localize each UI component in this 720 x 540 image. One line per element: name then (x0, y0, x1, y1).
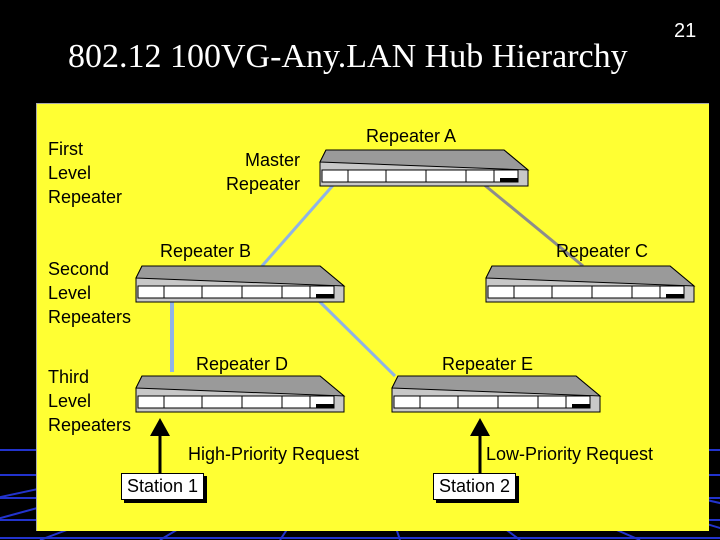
repeater-e-label: Repeater E (442, 354, 534, 374)
repeater-a-hub (318, 148, 530, 190)
hub-icon (319, 149, 530, 187)
hub-icon (485, 265, 696, 303)
hub-icon (135, 265, 346, 303)
repeater-c-label: Repeater C (556, 241, 649, 261)
second-level-label: Second Level Repeaters (48, 259, 132, 327)
high-priority-label: High-Priority Request (188, 444, 360, 464)
repeater-a-label: Repeater A (366, 126, 457, 146)
station-1-box: Station 1 (121, 473, 205, 500)
repeater-c-hub (484, 264, 696, 306)
third-level-label: Third Level Repeaters (48, 367, 132, 435)
master-repeater-label: Master Repeater (225, 150, 300, 194)
repeater-e-hub (390, 374, 602, 416)
link-b-e (316, 298, 397, 378)
low-priority-label: Low-Priority Request (486, 444, 654, 464)
slide-title: 802.12 100VG-Any.LAN Hub Hierarchy (68, 38, 628, 75)
station-2-box: Station 2 (433, 473, 517, 500)
first-level-label: First Level Repeater (48, 139, 123, 207)
arrow-low-priority (470, 418, 490, 436)
repeater-b-label: Repeater B (160, 241, 252, 261)
hub-icon (135, 375, 346, 413)
link-a-c (481, 181, 584, 268)
arrow-high-priority (150, 418, 170, 436)
repeater-d-label: Repeater D (196, 354, 289, 374)
slide-number: 21 (674, 20, 697, 42)
repeater-d-hub (134, 374, 346, 416)
hub-icon (391, 375, 602, 413)
repeater-b-hub (134, 264, 346, 306)
